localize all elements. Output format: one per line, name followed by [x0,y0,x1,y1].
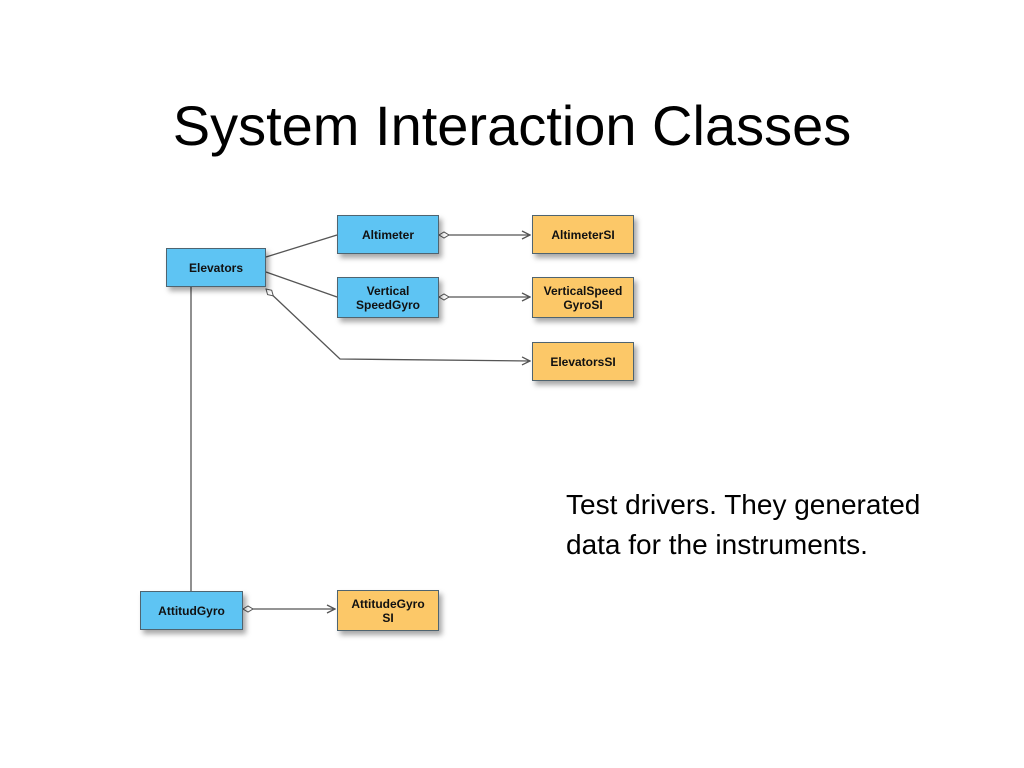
link-elevators-elevatorssi [266,289,530,361]
class-altimeter[interactable]: Altimeter [337,215,439,254]
class-elevators[interactable]: Elevators [166,248,266,287]
test-driver-note: Test drivers. They generated data for th… [566,489,921,560]
class-attitud-gyro[interactable]: AttitudGyro [140,591,243,630]
link-elevators-altimeter [265,234,338,258]
class-vertical-speed-gyro[interactable]: Vertical SpeedGyro [337,277,439,318]
class-attitude-gyro-si[interactable]: AttitudeGyro SI [337,590,439,631]
slide-title: System Interaction Classes [172,94,852,157]
class-elevators-si[interactable]: ElevatorsSI [532,342,634,381]
link-elevators-verticalspeedgyro [265,271,338,298]
class-altimeter-si[interactable]: AltimeterSI [532,215,634,254]
class-vertical-speed-gyro-si[interactable]: VerticalSpeed GyroSI [532,277,634,318]
